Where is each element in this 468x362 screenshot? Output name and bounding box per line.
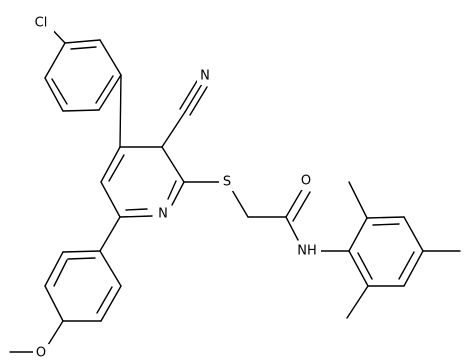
svg-text:O: O [301,174,311,189]
sulfur-atom: S [219,173,235,191]
carbonyl-oxygen-atom: O [298,172,314,190]
chlorine-atom: Cl [28,14,54,32]
svg-text:Cl: Cl [35,16,48,31]
amide-nh-group: NH [293,242,321,260]
atom-labels: Cl N S O NH N O [28,14,321,362]
svg-text:N: N [158,207,168,222]
nitrile-nitrogen-atom: N [197,67,213,85]
svg-text:O: O [36,346,46,361]
svg-text:N: N [200,69,210,84]
pyridine-nitrogen-atom: N [155,205,171,223]
bonds [9,22,461,353]
svg-text:NH: NH [297,244,317,259]
svg-text:S: S [223,175,231,190]
methoxy-oxygen-atom: O [33,344,49,362]
